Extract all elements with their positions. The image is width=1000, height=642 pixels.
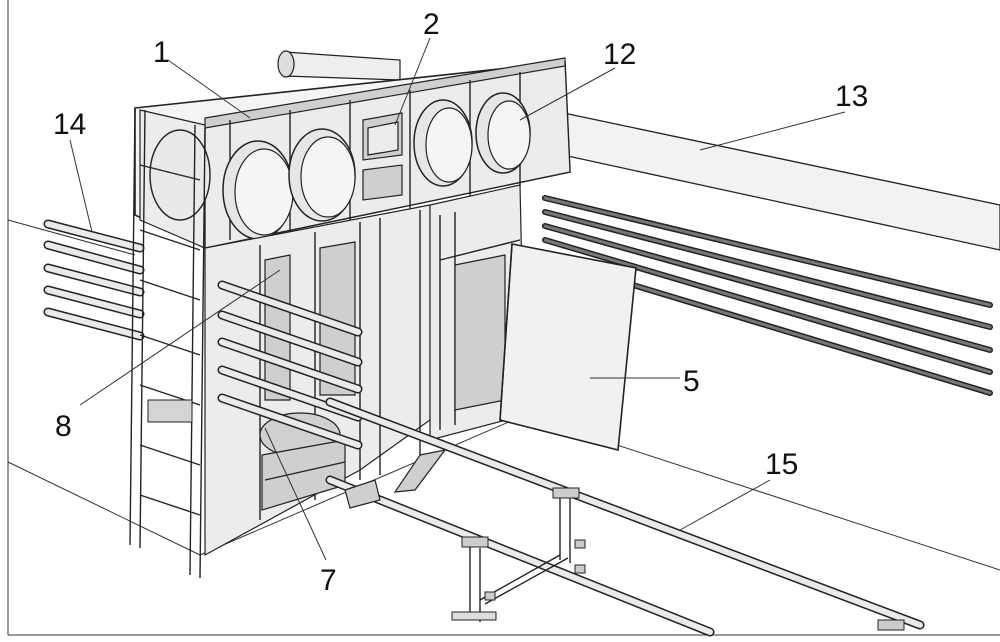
ladder-frame <box>129 107 206 579</box>
wall-line-left <box>7 219 136 256</box>
label-13: 13 <box>835 80 868 113</box>
label-7: 7 <box>320 564 337 597</box>
leader-13 <box>699 111 846 151</box>
door-5 <box>499 243 637 452</box>
label-12: 12 <box>603 38 636 71</box>
inlet-2 <box>362 112 403 201</box>
label-15: 15 <box>765 448 798 481</box>
track-15 <box>325 397 925 637</box>
rods-8 <box>217 280 363 450</box>
left-tubes-14 <box>43 219 145 341</box>
fan-right-1 <box>413 99 473 187</box>
floor-edge-left <box>7 461 201 556</box>
leader-7 <box>264 427 327 561</box>
leader-1 <box>167 59 251 119</box>
top-back-pipe <box>277 50 401 81</box>
leader-lines <box>69 37 846 561</box>
fan-right-12 <box>475 92 531 174</box>
right-bay <box>429 184 526 441</box>
leader-14 <box>69 139 93 233</box>
leader-15 <box>679 479 771 531</box>
label-1: 1 <box>153 36 170 69</box>
fan-left-3 <box>288 128 356 222</box>
leader-2 <box>394 37 431 126</box>
label-5: 5 <box>683 365 700 398</box>
leader-12 <box>519 67 616 121</box>
label-8: 8 <box>55 410 72 443</box>
label-2: 2 <box>423 8 440 41</box>
fan-left-2 <box>222 140 294 240</box>
label-14: 14 <box>53 108 86 141</box>
leader-8 <box>79 269 281 406</box>
right-tubes <box>542 195 993 396</box>
